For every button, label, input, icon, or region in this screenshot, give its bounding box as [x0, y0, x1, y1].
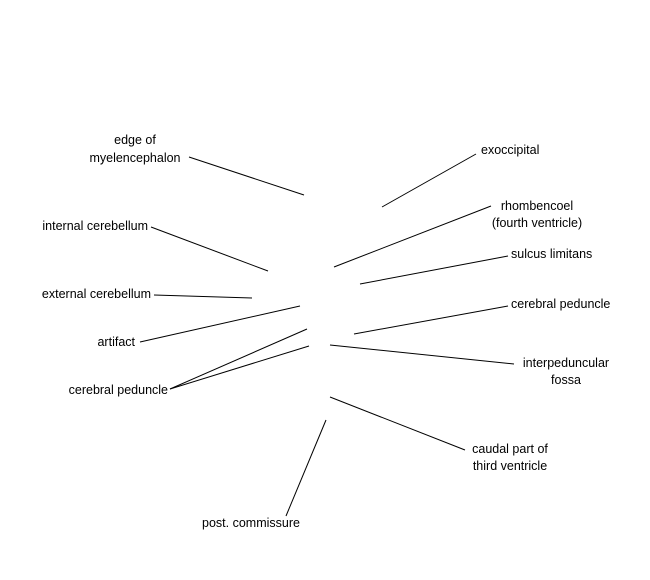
- leader-sulcus-limitans: [359, 255, 509, 285]
- leader-cerebral-peduncle-left-1: [169, 328, 308, 390]
- leader-cerebral-peduncle-right: [353, 305, 509, 335]
- label-internal-cerebellum: internal cerebellum: [42, 219, 148, 233]
- labels: edge of myelencephalon exoccipital rhomb…: [42, 133, 611, 530]
- leader-edge-of-myelencephalon: [188, 156, 305, 196]
- leader-cerebral-peduncle-left-2: [169, 345, 310, 390]
- leader-lines: [139, 153, 515, 517]
- leader-artifact: [139, 305, 301, 343]
- leader-external-cerebellum: [153, 294, 253, 299]
- label-cerebral-peduncle-left: cerebral peduncle: [69, 383, 168, 397]
- label-edge-of-myelencephalon-1: edge of: [114, 133, 156, 147]
- label-caudal-third-ventricle-2: third ventricle: [473, 459, 547, 473]
- label-interpeduncular-fossa-2: fossa: [551, 373, 581, 387]
- label-sulcus-limitans: sulcus limitans: [511, 247, 592, 261]
- label-exoccipital: exoccipital: [481, 143, 539, 157]
- leader-exoccipital: [381, 153, 477, 208]
- label-artifact: artifact: [97, 335, 135, 349]
- leader-internal-cerebellum: [150, 226, 269, 272]
- leader-rhombencoel: [333, 205, 492, 268]
- leader-caudal-third-ventricle: [329, 396, 466, 451]
- leader-post-commissure: [285, 419, 327, 517]
- label-interpeduncular-fossa-1: interpeduncular: [523, 356, 609, 370]
- label-rhombencoel-2: (fourth ventricle): [492, 216, 582, 230]
- label-rhombencoel-1: rhombencoel: [501, 199, 573, 213]
- label-caudal-third-ventricle-1: caudal part of: [472, 442, 548, 456]
- label-cerebral-peduncle-right: cerebral peduncle: [511, 297, 610, 311]
- label-external-cerebellum: external cerebellum: [42, 287, 151, 301]
- label-post-commissure: post. commissure: [202, 516, 300, 530]
- label-edge-of-myelencephalon-2: myelencephalon: [89, 151, 180, 165]
- leader-interpeduncular-fossa: [329, 344, 515, 365]
